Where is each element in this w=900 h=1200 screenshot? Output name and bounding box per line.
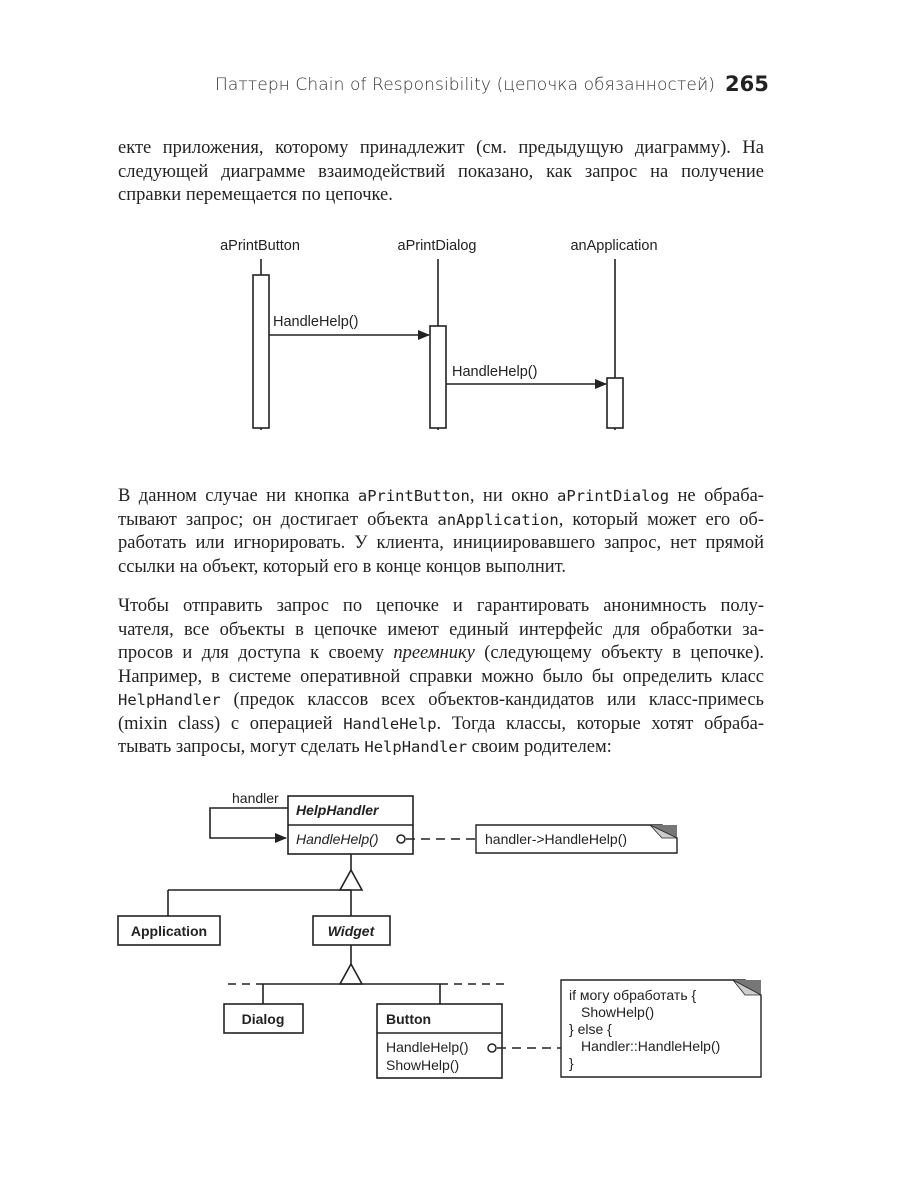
page-header: Паттерн Chain of Responsibility (цепочка…: [0, 72, 900, 102]
note-text-1: handler->HandleHelp(): [485, 831, 627, 847]
text-run: тывают запрос; он достигает объекта: [118, 509, 438, 530]
class-application: [117, 915, 221, 946]
text-line: справки перемещается по цепочке.: [118, 185, 393, 205]
note-anchor-circle: [487, 1043, 497, 1053]
text-line: ссылки на объект, который его в конце ко…: [118, 556, 566, 577]
text-line: екте приложения, которому принадлежит (с…: [118, 138, 764, 158]
message-label-2: HandleHelp(): [452, 364, 537, 380]
text-line: следующей диаграмме взаимодействий показ…: [118, 161, 764, 182]
note-anchor-circle: [396, 834, 406, 844]
class-button: [376, 1003, 503, 1079]
note-text-line: } else {: [569, 1021, 612, 1037]
code-run: aPrintButton: [357, 487, 470, 505]
object-name-aprintdialog: aPrintDialog: [398, 238, 477, 254]
code-run: anApplication: [437, 510, 559, 529]
text-line: В данном случае ни кнопка aPrintButton, …: [118, 485, 764, 509]
message-label-1: HandleHelp(): [273, 314, 358, 330]
text-line: тывать запросы, могут сделать HelpHandle…: [118, 736, 764, 760]
operation-handlehelp: HandleHelp(): [296, 831, 378, 847]
code-run: HelpHandler: [118, 691, 221, 709]
text-line: работать или игнорировать. У клиента, ин…: [118, 533, 764, 553]
class-name-widget: Widget: [328, 923, 376, 939]
text-line: Например, в системе оперативной справки …: [118, 666, 764, 687]
text-run: своим родителем:: [467, 737, 612, 757]
paragraph-2: В данном случае ни кнопка aPrintButton, …: [118, 485, 764, 579]
note-text-line: if могу обработать {: [569, 987, 697, 1003]
inheritance-triangle: [338, 962, 364, 985]
text-run: тывать запросы, могут сделать: [118, 737, 365, 757]
text-run: просов и для доступа к своему: [118, 643, 394, 663]
text-run: . Тогда классы, которые хотят обраба-: [436, 713, 764, 734]
self-association-label: handler: [232, 790, 279, 806]
text-run: (mixin class) с операцией: [118, 713, 344, 734]
running-title: Паттерн Chain of Responsibility (цепочка…: [215, 75, 715, 95]
class-diagram: handler HelpHandler HandleHelp() handler…: [117, 790, 762, 1079]
text-run: не обраба-: [669, 486, 764, 506]
class-dialog: [223, 1003, 304, 1034]
note-corner-fold: [732, 979, 762, 996]
text-run: В данном случае ни кнопка: [118, 486, 358, 506]
text-run: (предок классов всех объектов-кандидатов…: [220, 690, 764, 710]
text-run: , ни окно: [469, 486, 558, 506]
operation-showhelp: ShowHelp(): [386, 1057, 459, 1073]
code-run: aPrintDialog: [557, 487, 670, 505]
class-name-application: Application: [131, 923, 207, 939]
code-run: HelpHandler: [364, 738, 468, 756]
text-run: (следующему объекту в цепочке).: [474, 643, 764, 663]
text-line: тывают запрос; он достигает объекта anAp…: [118, 509, 764, 533]
class-name-button: Button: [386, 1011, 431, 1027]
class-name-helphandler: HelpHandler: [296, 802, 380, 818]
paragraph-1: екте приложения, которому принадлежит (с…: [118, 137, 764, 208]
object-name-anapplication: anApplication: [570, 238, 657, 254]
self-association-line: [209, 807, 288, 843]
page-number: 265: [725, 72, 769, 96]
text-line: Чтобы отправить запрос по цепочке и гара…: [118, 596, 764, 616]
inheritance-triangle: [338, 868, 364, 891]
note-text-line: }: [569, 1055, 574, 1071]
activation-aprintdialog: [429, 325, 447, 429]
emphasis-run: преемнику: [393, 643, 475, 663]
note-box-1: [475, 824, 678, 854]
class-widget: [312, 915, 391, 946]
paragraph-3: Чтобы отправить запрос по цепочке и гара…: [118, 595, 764, 760]
class-name-dialog: Dialog: [242, 1011, 285, 1027]
note-text-line: ShowHelp(): [581, 1004, 654, 1020]
note-text-line: Handler::HandleHelp(): [581, 1038, 720, 1054]
operation-handlehelp: HandleHelp(): [386, 1039, 468, 1055]
text-line: (mixin class) с операцией HandleHelp. То…: [118, 713, 764, 737]
activation-anapplication: [606, 377, 624, 429]
text-run: , который может его об-: [558, 509, 765, 530]
text-line: просов и для доступа к своему преемнику …: [118, 642, 764, 666]
note-box-2: [560, 979, 762, 1078]
sequence-diagram: aPrintButton aPrintDialog anApplication …: [220, 238, 658, 430]
activation-aprintbutton: [252, 274, 270, 429]
code-run: HandleHelp: [343, 714, 437, 733]
object-name-aprintbutton: aPrintButton: [220, 238, 300, 254]
note-corner-fold: [649, 824, 678, 839]
text-line: чателя, все объекты в цепочке имеют един…: [118, 619, 764, 640]
text-line: HelpHandler (предок классов всех объекто…: [118, 689, 764, 713]
